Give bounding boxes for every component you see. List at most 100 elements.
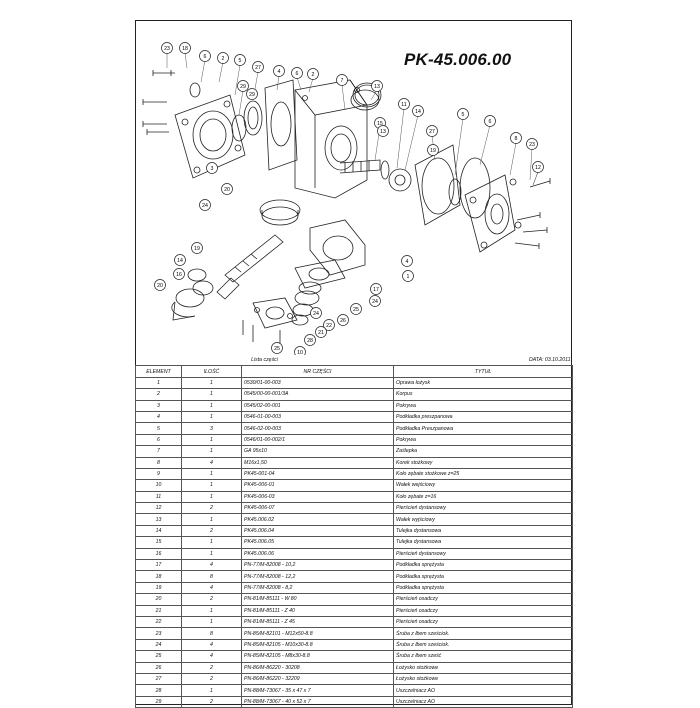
balloon [315, 326, 327, 338]
cell-part-number: PN-77/M-82008 - 8,2 [240, 581, 395, 595]
cell-title: Tulejka dystansowa [393, 536, 574, 549]
balloon [484, 115, 496, 127]
balloon-label: 2 [222, 56, 225, 62]
cell-part-number: PN-86/M-86220 - 30208 [240, 661, 395, 674]
cell-part-number: PK45-006-01 [240, 479, 395, 492]
balloon [307, 68, 319, 80]
cell-element: 15 [135, 536, 182, 549]
cell-quantity: 3 [181, 422, 242, 435]
cell-quantity: 1 [181, 547, 242, 561]
cell-title: Łożysko stożkowe [393, 672, 574, 686]
left-cover [174, 94, 246, 179]
balloon [179, 42, 191, 54]
balloon-label: 26 [340, 318, 346, 324]
parts-list-title: Lista części [135, 355, 394, 367]
cell-title: Zaślepka [393, 445, 574, 458]
cell-element: 6 [135, 433, 182, 447]
cell-title: Tulejka dystansowa [393, 524, 574, 538]
balloon-label: 10 [297, 350, 303, 355]
cell-element: 28 [135, 684, 182, 697]
cell-quantity: 8 [181, 627, 242, 640]
cell-title: Pierścień osadczy [393, 593, 574, 606]
cell-quantity: 1 [181, 513, 242, 526]
balloon [371, 80, 383, 92]
balloon [412, 105, 424, 117]
cell-part-number: PK45-006-07 [240, 502, 395, 515]
cell-part-number: PN-77/M-82008 - 12,2 [240, 570, 395, 583]
balloon-label: 6 [204, 54, 207, 60]
cell-part-number: 0546-01-00-003 [240, 410, 395, 424]
cell-title: Korek stożkowy [393, 456, 574, 469]
cell-element: 3 [135, 399, 182, 412]
balloon-label: 29 [249, 92, 255, 98]
cell-quantity: 1 [181, 376, 242, 390]
balloon [191, 242, 203, 254]
balloon [426, 125, 438, 137]
cell-quantity: 1 [181, 410, 242, 424]
left-seals [231, 79, 298, 171]
cell-quantity: 4 [181, 638, 242, 652]
cell-part-number: PK45-001-04 [240, 467, 395, 481]
balloon-label: 25 [353, 307, 359, 313]
cell-element: 24 [135, 638, 182, 652]
balloon [273, 65, 285, 77]
balloon-label: 15 [377, 121, 383, 127]
cell-element: 20 [135, 593, 182, 606]
balloon [350, 303, 362, 315]
cell-quantity: 1 [181, 490, 242, 504]
drawing-geometry [142, 52, 551, 345]
cell-part-number: PK45.006.04 [240, 524, 395, 538]
input-shaft [216, 234, 284, 300]
balloon [336, 74, 348, 86]
balloon-label: 8 [515, 136, 518, 142]
cell-part-number: 0530/01-00-003 [240, 376, 395, 390]
cell-element: 5 [135, 422, 182, 435]
cell-quantity: 1 [181, 684, 242, 697]
balloon-label: 3 [211, 166, 214, 172]
balloon [310, 307, 322, 319]
cell-part-number: PN-81/M-85111 - Z 45 [240, 615, 395, 629]
balloon [526, 138, 538, 150]
col-element: ELEMENT [135, 365, 182, 378]
cell-quantity: 1 [181, 604, 242, 618]
balloon [252, 61, 264, 73]
cell-title: Podkładka sprężysta [393, 570, 574, 583]
cell-title: Wałek wyjściowy [393, 513, 574, 526]
balloon [221, 183, 233, 195]
cell-part-number: 0545/00-00-001/3A [240, 388, 395, 401]
balloon-label: 21 [318, 330, 324, 336]
leader-lines [166, 52, 539, 186]
balloon [398, 98, 410, 110]
cell-part-number: PK45.006.02 [240, 513, 395, 526]
balloon [199, 50, 211, 62]
cell-title: Podkładka sprężysta [393, 559, 574, 572]
gear-housing [294, 79, 368, 199]
cell-title: Uszczelniacz AO [393, 684, 574, 697]
cell-quantity: 2 [181, 502, 242, 515]
cell-part-number: PK45.006.05 [240, 536, 395, 549]
cell-quantity: 4 [181, 559, 242, 572]
balloon-label: 24 [202, 203, 208, 209]
col-part-number: NR CZĘŚCI [240, 365, 395, 378]
balloon [377, 125, 389, 137]
cell-quantity: 1 [181, 433, 242, 447]
balloon-label: 19 [430, 148, 436, 154]
cell-title: Koło zębate z=16 [393, 490, 574, 504]
col-quantity: ILOŚĆ [181, 365, 242, 378]
drawing-number: PK-45.006.00 [404, 50, 512, 69]
balloon-label: 28 [307, 338, 313, 344]
cell-element: 25 [135, 650, 182, 663]
